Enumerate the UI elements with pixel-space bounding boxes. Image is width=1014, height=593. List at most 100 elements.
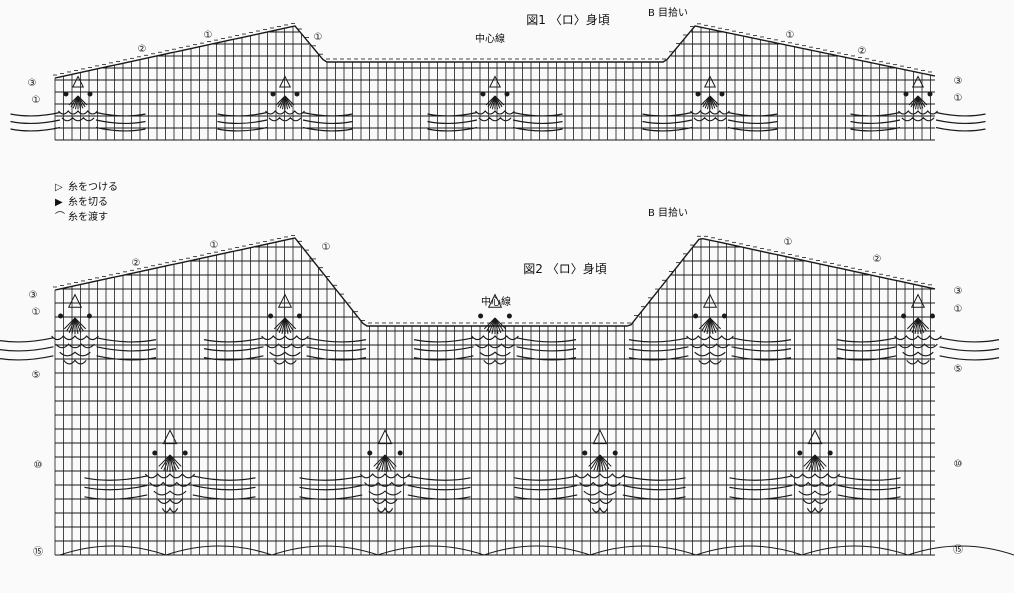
symbol-legend: 糸をつける ▷ 糸を切る ▶ 糸を渡す ⌒ xyxy=(55,181,118,223)
side-chain-arc xyxy=(727,119,778,124)
fan-stitch xyxy=(599,454,612,467)
pineapple-scallop xyxy=(483,359,507,365)
pineapple-tip xyxy=(278,75,292,88)
side-chain-arc xyxy=(514,494,578,500)
row-mark: ① xyxy=(322,242,331,253)
side-chain-arc xyxy=(516,355,577,361)
side-chain-arc xyxy=(836,337,897,343)
side-chain-arc xyxy=(192,475,256,481)
row-mark: ③ xyxy=(954,286,963,297)
side-chain-arc xyxy=(203,346,264,352)
pineapple-tip xyxy=(807,429,823,445)
row-mark: ② xyxy=(132,258,141,269)
pineapple-tip xyxy=(162,429,178,445)
fan-stitch xyxy=(805,454,816,470)
picot-dot xyxy=(901,313,907,319)
fan-stitch xyxy=(66,317,76,332)
pineapple-scallop xyxy=(591,506,609,513)
figure-1-diagram: 図1 〈ロ〉身頃 中心線 B 目拾い xyxy=(10,6,986,141)
side-chain-arc xyxy=(512,126,563,132)
pineapple-scallop xyxy=(471,335,519,341)
picot-dot xyxy=(504,91,510,97)
fan-stitch xyxy=(593,454,601,471)
fan-stitch xyxy=(384,454,397,467)
bottom-arch xyxy=(59,545,167,556)
fan-stitch xyxy=(494,317,507,330)
fan-stitch xyxy=(814,454,827,467)
pineapple-scallop xyxy=(478,116,512,122)
row-mark: ① xyxy=(32,307,41,318)
pineapple-scallop xyxy=(694,351,726,357)
pineapple-scallop xyxy=(698,359,722,365)
side-chain-arc xyxy=(0,337,54,343)
pineapple-scallop xyxy=(898,110,938,115)
pineapple-tip xyxy=(910,293,926,308)
side-chain-arc xyxy=(512,119,563,124)
fan-stitch xyxy=(906,317,919,330)
picot-dot xyxy=(582,450,588,456)
pineapple-scallop xyxy=(906,359,930,365)
pineapple-scallop xyxy=(265,110,305,115)
side-chain-arc xyxy=(731,346,792,352)
pineapple-tip xyxy=(911,75,925,88)
picot-dot xyxy=(693,313,699,319)
fan-stitch xyxy=(284,95,295,106)
side-chain-arc xyxy=(836,355,897,361)
pineapple-scallop xyxy=(55,343,95,349)
bottom-arch xyxy=(907,545,1014,556)
fan-stitch xyxy=(381,454,386,472)
legend-item-1: 糸をつける xyxy=(68,181,118,193)
legend-symbol-3: ⌒ xyxy=(55,211,65,223)
figure-2-title: 図2 〈ロ〉身頃 xyxy=(523,261,606,276)
fan-stitch xyxy=(488,317,496,333)
side-chain-arc xyxy=(514,484,578,491)
figure-2-diagram: 図2 〈ロ〉身頃 中心線 B 目拾い xyxy=(0,206,1014,556)
picot-dot xyxy=(58,313,64,319)
fan-stitch xyxy=(911,317,919,333)
pineapple-scallop xyxy=(798,490,832,496)
pineapple-tip xyxy=(377,429,393,445)
figure-1-pick-label: B 目拾い xyxy=(648,6,688,19)
side-chain-arc xyxy=(837,484,901,491)
picot-dot xyxy=(268,313,274,319)
side-chain-arc xyxy=(0,346,54,352)
side-chain-arc xyxy=(10,119,61,124)
pineapple-scallop xyxy=(894,335,942,341)
row-mark: ① xyxy=(314,32,323,43)
side-chain-arc xyxy=(299,475,363,481)
pineapple-scallop xyxy=(587,498,613,504)
side-chain-arc xyxy=(95,119,146,124)
fan-stitch xyxy=(698,317,711,330)
fan-stitch xyxy=(284,317,294,332)
pineapple-tip xyxy=(488,75,502,88)
pineapple-scallop xyxy=(268,116,302,122)
fan-stitch xyxy=(709,317,719,332)
pineapple-scallop xyxy=(690,343,730,349)
side-chain-arc xyxy=(192,484,256,491)
fan-stitch xyxy=(494,95,505,106)
pineapple-scallop xyxy=(157,498,183,504)
row-mark: ① xyxy=(210,240,219,251)
side-chain-arc xyxy=(10,111,61,117)
picot-dot xyxy=(827,450,833,456)
fan-stitch xyxy=(909,317,919,332)
figure-2-pick-label: B 目拾い xyxy=(648,206,688,219)
row-mark: ① xyxy=(786,30,795,41)
fan-stitch xyxy=(808,454,816,471)
picot-dot xyxy=(506,313,512,319)
picot-dot xyxy=(929,313,935,319)
side-chain-arc xyxy=(96,355,157,361)
bottom-arch xyxy=(695,545,803,556)
pineapple-tip xyxy=(277,293,293,308)
side-chain-arc xyxy=(203,337,264,343)
fan-stitch xyxy=(74,317,82,333)
pineapple-scallop xyxy=(902,351,934,357)
picot-dot xyxy=(927,91,933,97)
side-chain-arc xyxy=(192,494,256,500)
pineapple-scallop xyxy=(479,351,511,357)
fan-stitch xyxy=(278,317,286,333)
fan-stitch xyxy=(284,317,297,330)
side-chain-arc xyxy=(427,119,478,124)
pineapple-scallop xyxy=(51,335,99,341)
